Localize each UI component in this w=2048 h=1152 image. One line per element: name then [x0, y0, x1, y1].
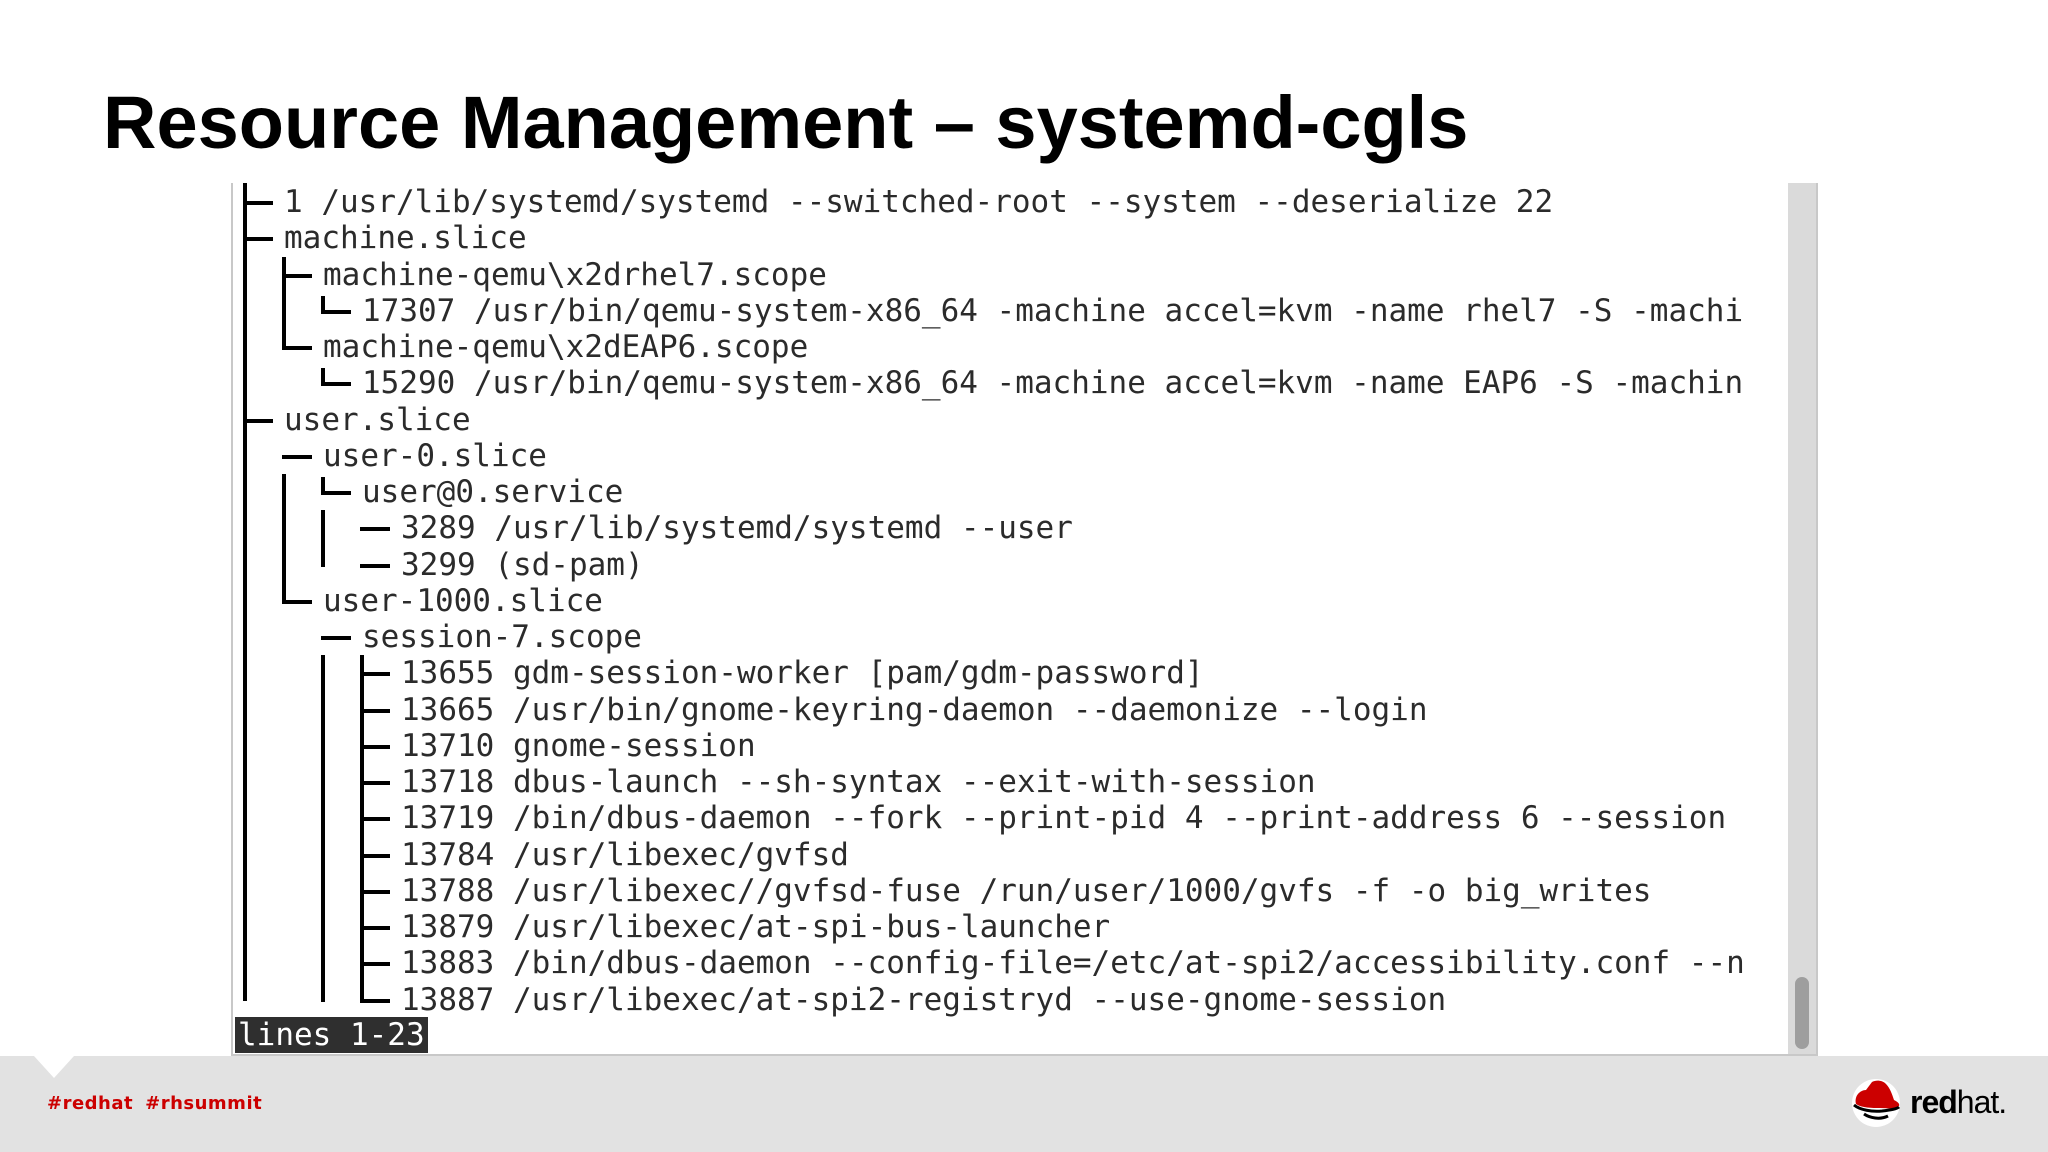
logo-wordmark: redhat. [1910, 1084, 2007, 1120]
tree-branch-line [282, 454, 312, 459]
terminal-line: user.slice [233, 402, 1786, 438]
tree-branch-line [243, 237, 273, 242]
terminal-line-text: user-0.slice [323, 437, 547, 474]
terminal-line-text: 13710 gnome-session [401, 727, 756, 764]
terminal-line: 13788 /usr/libexec//gvfsd-fuse /run/user… [233, 873, 1786, 909]
pager-status: lines 1-23 [235, 1017, 428, 1053]
terminal-line-text: machine.slice [284, 220, 527, 257]
tree-branch-line [360, 962, 390, 967]
terminal-line-text: 13665 /usr/bin/gnome-keyring-daemon --da… [401, 691, 1428, 728]
tree-vertical-line [282, 256, 286, 349]
tree-branch-line [282, 599, 312, 604]
terminal-line: 13719 /bin/dbus-daemon --fork --print-pi… [233, 800, 1786, 836]
terminal-line-text: 13655 gdm-session-worker [pam/gdm-passwo… [401, 655, 1204, 692]
terminal-line: 15290 /usr/bin/qemu-system-x86_64 -machi… [233, 365, 1786, 401]
terminal-window[interactable]: 1 /usr/lib/systemd/systemd --switched-ro… [231, 183, 1818, 1056]
tree-branch-line [321, 636, 351, 640]
tree-vertical-line [282, 474, 286, 603]
terminal-line-text: 3289 /usr/lib/systemd/systemd --user [401, 510, 1073, 547]
terminal-line: 13879 /usr/libexec/at-spi-bus-launcher [233, 909, 1786, 945]
tree-branch-line [360, 527, 390, 532]
terminal-line-text: machine-qemu\x2dEAP6.scope [323, 329, 809, 365]
tree-branch-line [321, 382, 351, 387]
terminal-line-text: 13887 /usr/libexec/at-spi2-registryd --u… [401, 981, 1447, 1018]
terminal-line: 13883 /bin/dbus-daemon --config-file=/et… [233, 945, 1786, 981]
tree-branch-line [360, 926, 390, 930]
terminal-line-text: machine-qemu\x2drhel7.scope [323, 256, 827, 293]
terminal-line: 1 /usr/lib/systemd/systemd --switched-ro… [233, 184, 1786, 220]
tree-corner-line [321, 295, 325, 314]
tree-branch-line [360, 744, 390, 749]
terminal-line-text: 1 /usr/lib/systemd/systemd --switched-ro… [284, 184, 1554, 220]
cgls-output[interactable]: 1 /usr/lib/systemd/systemd --switched-ro… [233, 183, 1786, 1054]
tree-branch-line [243, 418, 273, 423]
terminal-line-text: session-7.scope [362, 619, 642, 655]
terminal-line: session-7.scope [233, 619, 1786, 655]
terminal-line: user-1000.slice [233, 583, 1786, 619]
tree-branch-line [321, 309, 351, 314]
footer-bar [0, 1056, 2048, 1152]
terminal-line-text: 3299 (sd-pam) [401, 546, 644, 583]
tree-branch-line [360, 781, 390, 785]
terminal-line: 13710 gnome-session [233, 728, 1786, 764]
terminal-line: 13655 gdm-session-worker [pam/gdm-passwo… [233, 655, 1786, 691]
terminal-line-text: 17307 /usr/bin/qemu-system-x86_64 -machi… [362, 292, 1744, 329]
terminal-line-text: 13719 /bin/dbus-daemon --fork --print-pi… [401, 800, 1727, 837]
tree-corner-line [321, 477, 325, 495]
terminal-line-text: 13879 /usr/libexec/at-spi-bus-launcher [401, 909, 1111, 945]
terminal-line: 3299 (sd-pam) [233, 547, 1786, 583]
tree-vertical-line [243, 183, 247, 1001]
tree-branch-line [360, 817, 390, 822]
terminal-line: 13665 /usr/bin/gnome-keyring-daemon --da… [233, 692, 1786, 728]
tree-vertical-line [321, 510, 325, 567]
terminal-line: machine-qemu\x2drhel7.scope [233, 257, 1786, 293]
tree-branch-line [360, 853, 390, 858]
tree-branch-line [360, 672, 390, 677]
redhat-logo: redhat. [1850, 1076, 2010, 1132]
tree-vertical-line [360, 655, 364, 1002]
slide-title: Resource Management – systemd-cgls [103, 81, 1469, 164]
terminal-line: 13887 /usr/libexec/at-spi2-registryd --u… [233, 982, 1786, 1018]
terminal-line: machine.slice [233, 220, 1786, 256]
tree-branch-line [243, 201, 273, 205]
terminal-line: machine-qemu\x2dEAP6.scope [233, 329, 1786, 365]
tree-branch-line [321, 491, 351, 495]
footer-notch [34, 1056, 74, 1078]
terminal-line: 17307 /usr/bin/qemu-system-x86_64 -machi… [233, 293, 1786, 329]
tree-branch-line [360, 889, 390, 894]
shadowman-icon [1852, 1079, 1901, 1127]
scrollbar-thumb[interactable] [1795, 977, 1809, 1049]
tree-corner-line [321, 368, 325, 387]
tree-branch-line [360, 998, 390, 1003]
terminal-line-text: user-1000.slice [323, 582, 603, 619]
hashtags: #redhat #rhsummit [47, 1093, 274, 1114]
terminal-line-text: 13883 /bin/dbus-daemon --config-file=/et… [401, 945, 1745, 982]
terminal-line-text: 13788 /usr/libexec//gvfsd-fuse /run/user… [401, 872, 1652, 909]
terminal-line: 13718 dbus-launch --sh-syntax --exit-wit… [233, 764, 1786, 800]
terminal-line: user@0.service [233, 474, 1786, 510]
terminal-line-text: user@0.service [362, 474, 624, 510]
hashtag-redhat: #redhat [47, 1093, 134, 1114]
terminal-line-text: 13718 dbus-launch --sh-syntax --exit-wit… [401, 764, 1316, 800]
vertical-scrollbar[interactable] [1788, 183, 1816, 1054]
tree-branch-line [360, 563, 390, 568]
tree-branch-line [282, 273, 312, 278]
tree-branch-line [282, 346, 312, 350]
tree-vertical-line [321, 655, 325, 1002]
terminal-line: user-0.slice [233, 438, 1786, 474]
terminal-line-text: 13784 /usr/libexec/gvfsd [401, 836, 849, 873]
hashtag-rhsummit: #rhsummit [145, 1093, 263, 1114]
terminal-line-text: user.slice [284, 401, 471, 438]
tree-branch-line [360, 708, 390, 713]
terminal-line-text: 15290 /usr/bin/qemu-system-x86_64 -machi… [362, 365, 1744, 402]
terminal-line: 13784 /usr/libexec/gvfsd [233, 837, 1786, 873]
terminal-line: 3289 /usr/lib/systemd/systemd --user [233, 510, 1786, 546]
